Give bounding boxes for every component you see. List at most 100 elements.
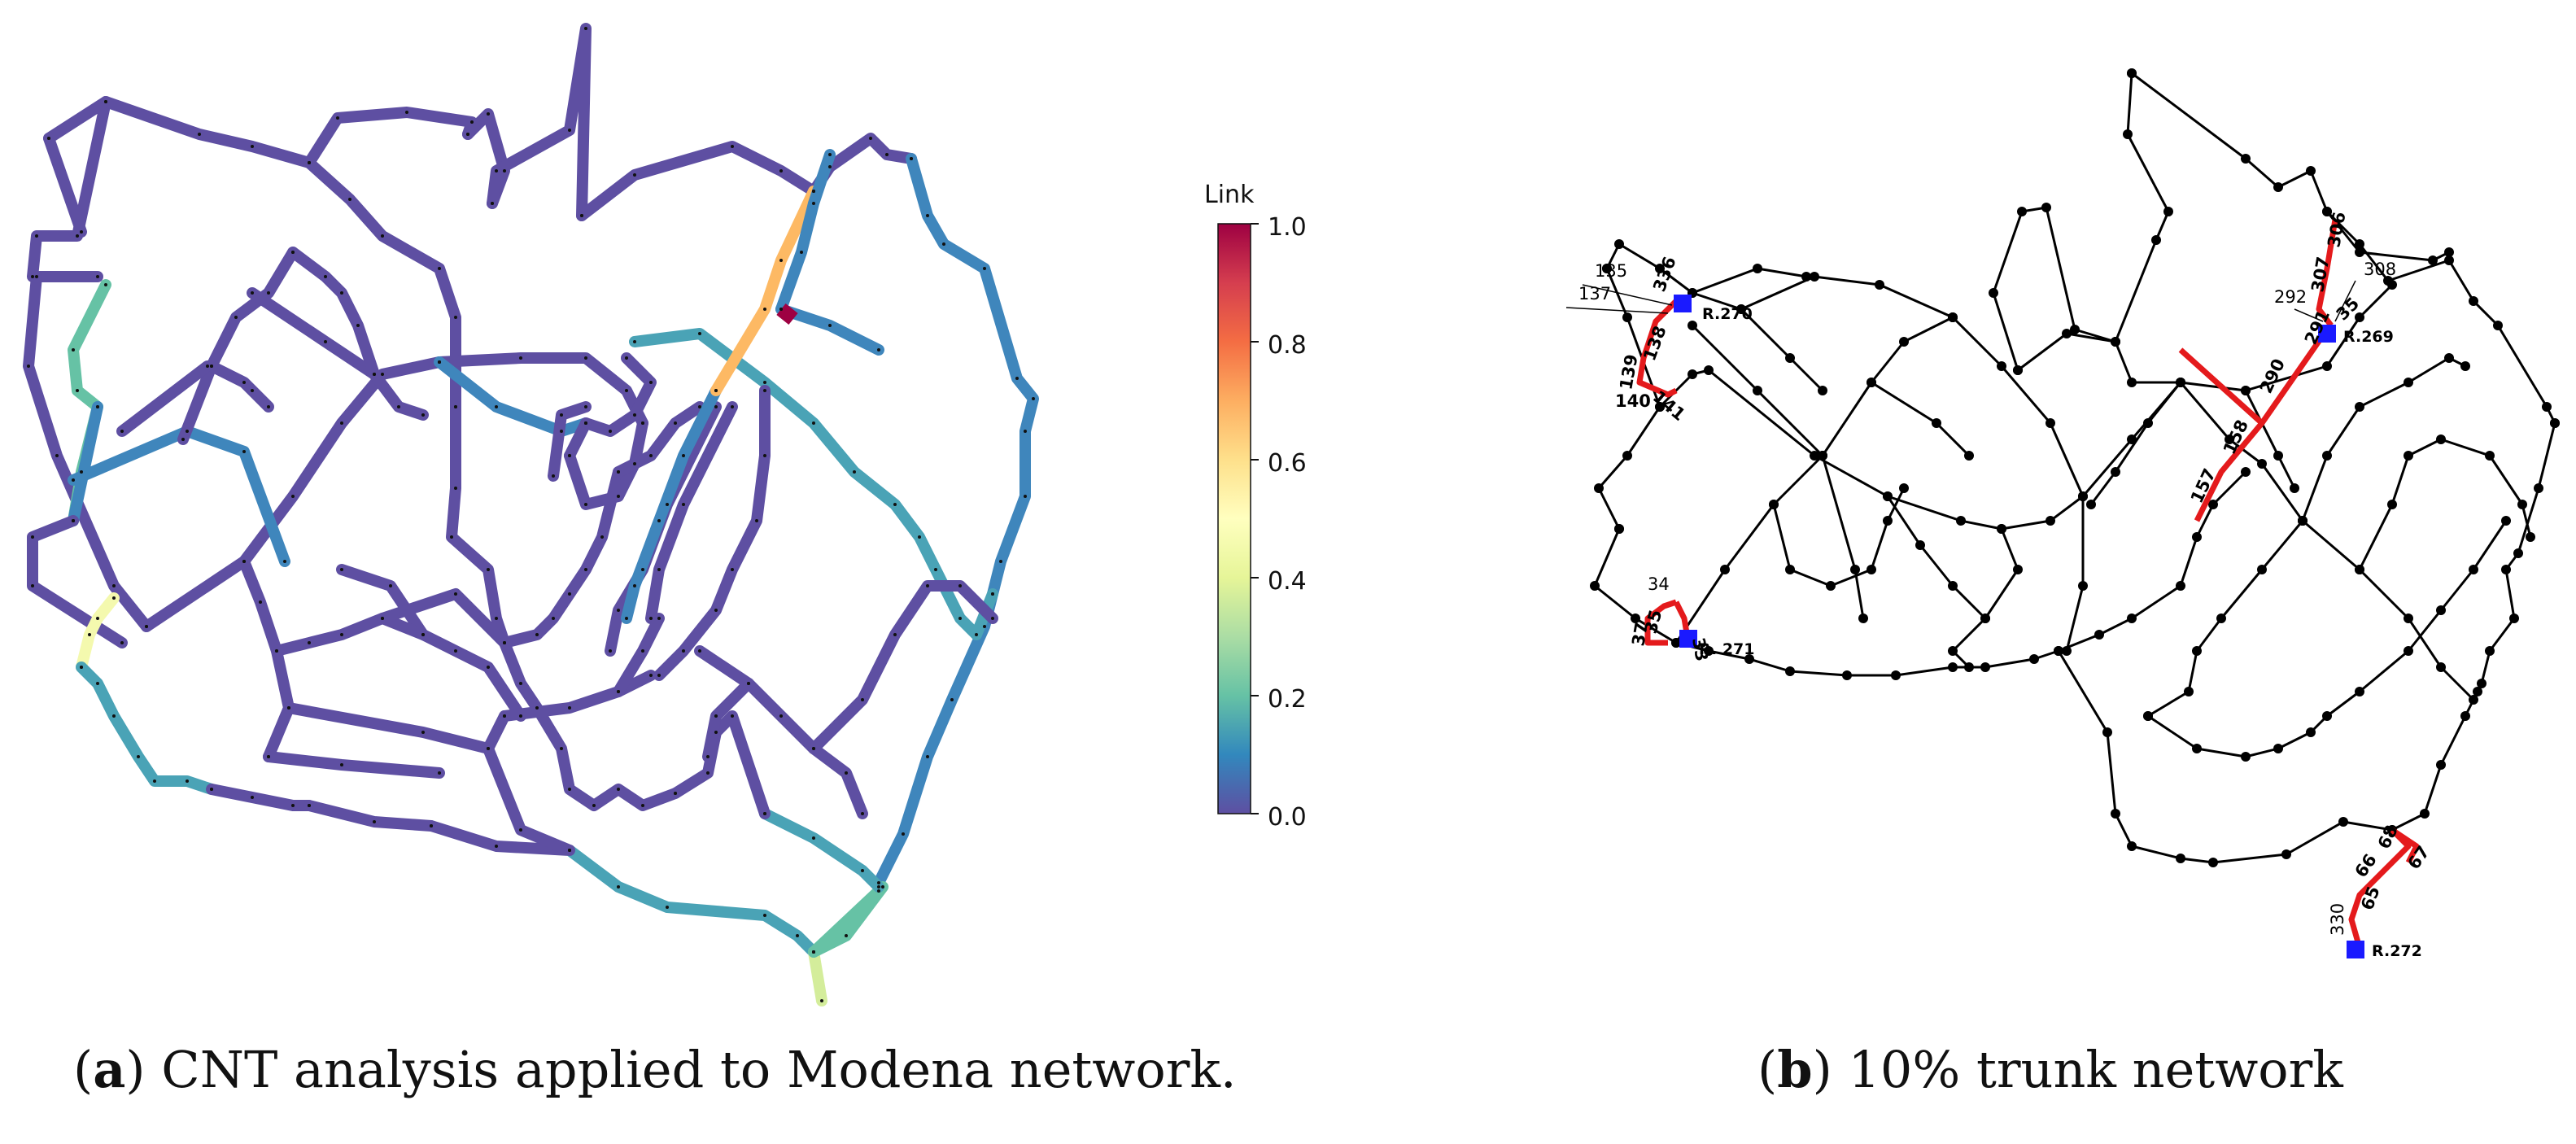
network-node <box>2387 500 2397 509</box>
network-node <box>1704 365 1714 375</box>
network-node <box>340 633 343 636</box>
network-node <box>1964 451 1974 461</box>
link-label: 135 <box>1595 261 1627 281</box>
network-link <box>1740 308 1824 392</box>
network-node <box>2526 532 2535 542</box>
network-node <box>2444 255 2454 265</box>
network-link <box>499 637 681 811</box>
network-node <box>2062 329 2072 338</box>
network-node <box>2127 841 2137 851</box>
network-node <box>210 788 213 791</box>
network-node <box>666 906 669 909</box>
network-node <box>2485 646 2495 656</box>
network-node <box>657 617 661 620</box>
caption-a: (a) CNT analysis applied to Modena netwo… <box>73 1040 1237 1099</box>
network-node <box>706 771 709 775</box>
network-node <box>104 100 107 103</box>
network-node <box>487 568 490 571</box>
network-link <box>808 580 998 754</box>
network-node <box>454 592 457 596</box>
network-node <box>31 275 34 278</box>
network-node <box>153 779 156 783</box>
network-node <box>112 714 116 718</box>
network-node <box>186 430 189 433</box>
network-node <box>885 153 889 156</box>
network-link <box>576 141 819 221</box>
network-link <box>564 845 819 958</box>
network-node <box>877 348 880 351</box>
network-node <box>812 836 815 840</box>
network-link <box>645 401 738 624</box>
network-node <box>340 763 343 766</box>
network-node <box>96 682 99 685</box>
network-node <box>487 666 490 669</box>
network-node <box>234 316 238 319</box>
network-node <box>674 792 677 795</box>
network-node <box>389 584 392 587</box>
network-node <box>181 438 185 441</box>
network-node <box>2306 166 2316 176</box>
network-node <box>1594 483 1604 493</box>
network-node <box>454 405 457 408</box>
network-node <box>1997 524 2006 534</box>
network-node <box>1590 581 1600 591</box>
network-node <box>2404 646 2413 656</box>
trunk-link <box>2316 219 2338 328</box>
network-node <box>495 845 498 848</box>
network-node <box>845 771 848 775</box>
network-node <box>340 421 343 425</box>
network-node <box>1801 272 1811 282</box>
network-node <box>779 259 783 262</box>
network-link <box>206 784 315 811</box>
network-node <box>617 690 620 693</box>
network-node <box>568 454 571 457</box>
network-node <box>2355 312 2364 322</box>
network-node <box>1704 646 1714 656</box>
network-node <box>2111 809 2120 819</box>
network-node <box>242 450 246 453</box>
network-node <box>454 649 457 653</box>
network-node <box>80 666 83 669</box>
network-node <box>2013 365 2023 375</box>
link-label: 138 <box>1639 323 1670 363</box>
network-node <box>242 560 246 563</box>
network-node <box>902 832 905 836</box>
network-node <box>845 934 848 937</box>
network-node <box>2355 687 2364 696</box>
network-node <box>2436 760 2446 770</box>
network-link <box>303 800 437 832</box>
network-node <box>2469 296 2478 306</box>
network-node <box>625 617 628 620</box>
network-node <box>991 592 994 596</box>
network-node <box>568 849 571 852</box>
network-node <box>617 470 620 474</box>
network-node <box>519 828 522 832</box>
network-node <box>2078 491 2088 501</box>
network-node <box>1024 495 1027 498</box>
network-node <box>381 373 384 376</box>
network-node <box>2469 695 2478 705</box>
network-node <box>2257 459 2267 469</box>
network-node <box>2436 605 2446 615</box>
network-node <box>2460 361 2470 371</box>
network-node <box>438 771 441 775</box>
network-node <box>2322 207 2332 216</box>
network-node <box>470 120 474 124</box>
network-node <box>812 202 815 205</box>
network-node <box>421 633 425 636</box>
network-node <box>1785 353 1795 363</box>
network-link <box>303 107 478 168</box>
network-node <box>31 535 34 539</box>
network-node <box>55 454 59 457</box>
colorbar-tick-label: 0.0 <box>1268 803 1307 832</box>
network-node <box>1980 662 1990 672</box>
network-node <box>1622 312 1632 322</box>
network-node <box>47 137 50 140</box>
network-node <box>2041 203 2051 212</box>
network-node <box>438 267 441 270</box>
network-node <box>2216 613 2226 623</box>
network-node <box>877 885 880 889</box>
network-node <box>560 747 563 750</box>
reservoir-marker <box>1679 630 1697 648</box>
network-node <box>450 535 453 539</box>
